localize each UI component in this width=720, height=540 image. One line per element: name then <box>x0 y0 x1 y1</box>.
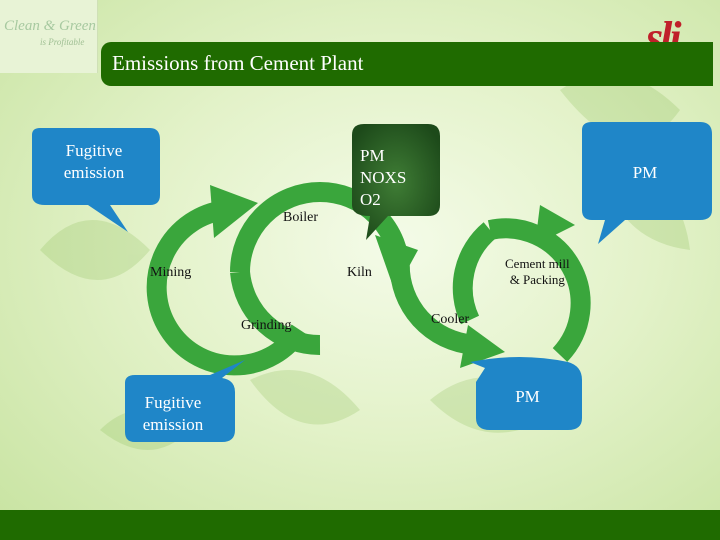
callout-pm-right <box>582 122 712 244</box>
arrow-cement-mill-loop <box>452 205 591 362</box>
pm-center-line-2: NOXS <box>360 168 407 187</box>
callout-fugitive-bottom <box>125 360 245 442</box>
arrow-kiln-loop <box>230 182 418 356</box>
cooler-label: Cooler <box>431 312 470 327</box>
fugitive-emission-bottom-text: Fugitive emission <box>142 393 204 434</box>
pm-center-line-3: O2 <box>360 190 381 209</box>
boiler-label: Boiler <box>283 210 318 225</box>
cement-mill-label: Cement mill & Packing <box>505 256 570 288</box>
callout-pm-center <box>352 124 440 240</box>
cement-mill-line-2: & Packing <box>509 272 565 287</box>
grinding-label: Grinding <box>241 318 292 333</box>
cement-mill-line-1: Cement mill <box>505 256 570 271</box>
pm-bottom-right-text: PM <box>515 387 540 406</box>
kiln-label: Kiln <box>347 265 372 280</box>
pm-center-line-1: PM <box>360 146 385 165</box>
callout-fugitive-top <box>32 128 160 232</box>
company-logo: Clean & Green is Profitable <box>0 0 98 73</box>
title-banner: Emissions from Cement Plant <box>101 42 713 86</box>
footer-bar <box>0 510 720 540</box>
logo-line-2: is Profitable <box>40 37 85 47</box>
callout-pm-bottom <box>470 357 582 430</box>
arrow-mining-loop <box>146 185 309 376</box>
arrow-cooler-loop <box>390 270 505 368</box>
pm-right-text: PM <box>632 163 658 182</box>
mining-label: Mining <box>150 265 192 280</box>
slide-title: Emissions from Cement Plant <box>112 51 364 75</box>
logo-line-1: Clean & Green <box>4 18 96 34</box>
pm-center-text: PM NOXS O2 <box>360 145 440 211</box>
fugitive-emission-top-text: Fugitive emission <box>63 141 125 182</box>
